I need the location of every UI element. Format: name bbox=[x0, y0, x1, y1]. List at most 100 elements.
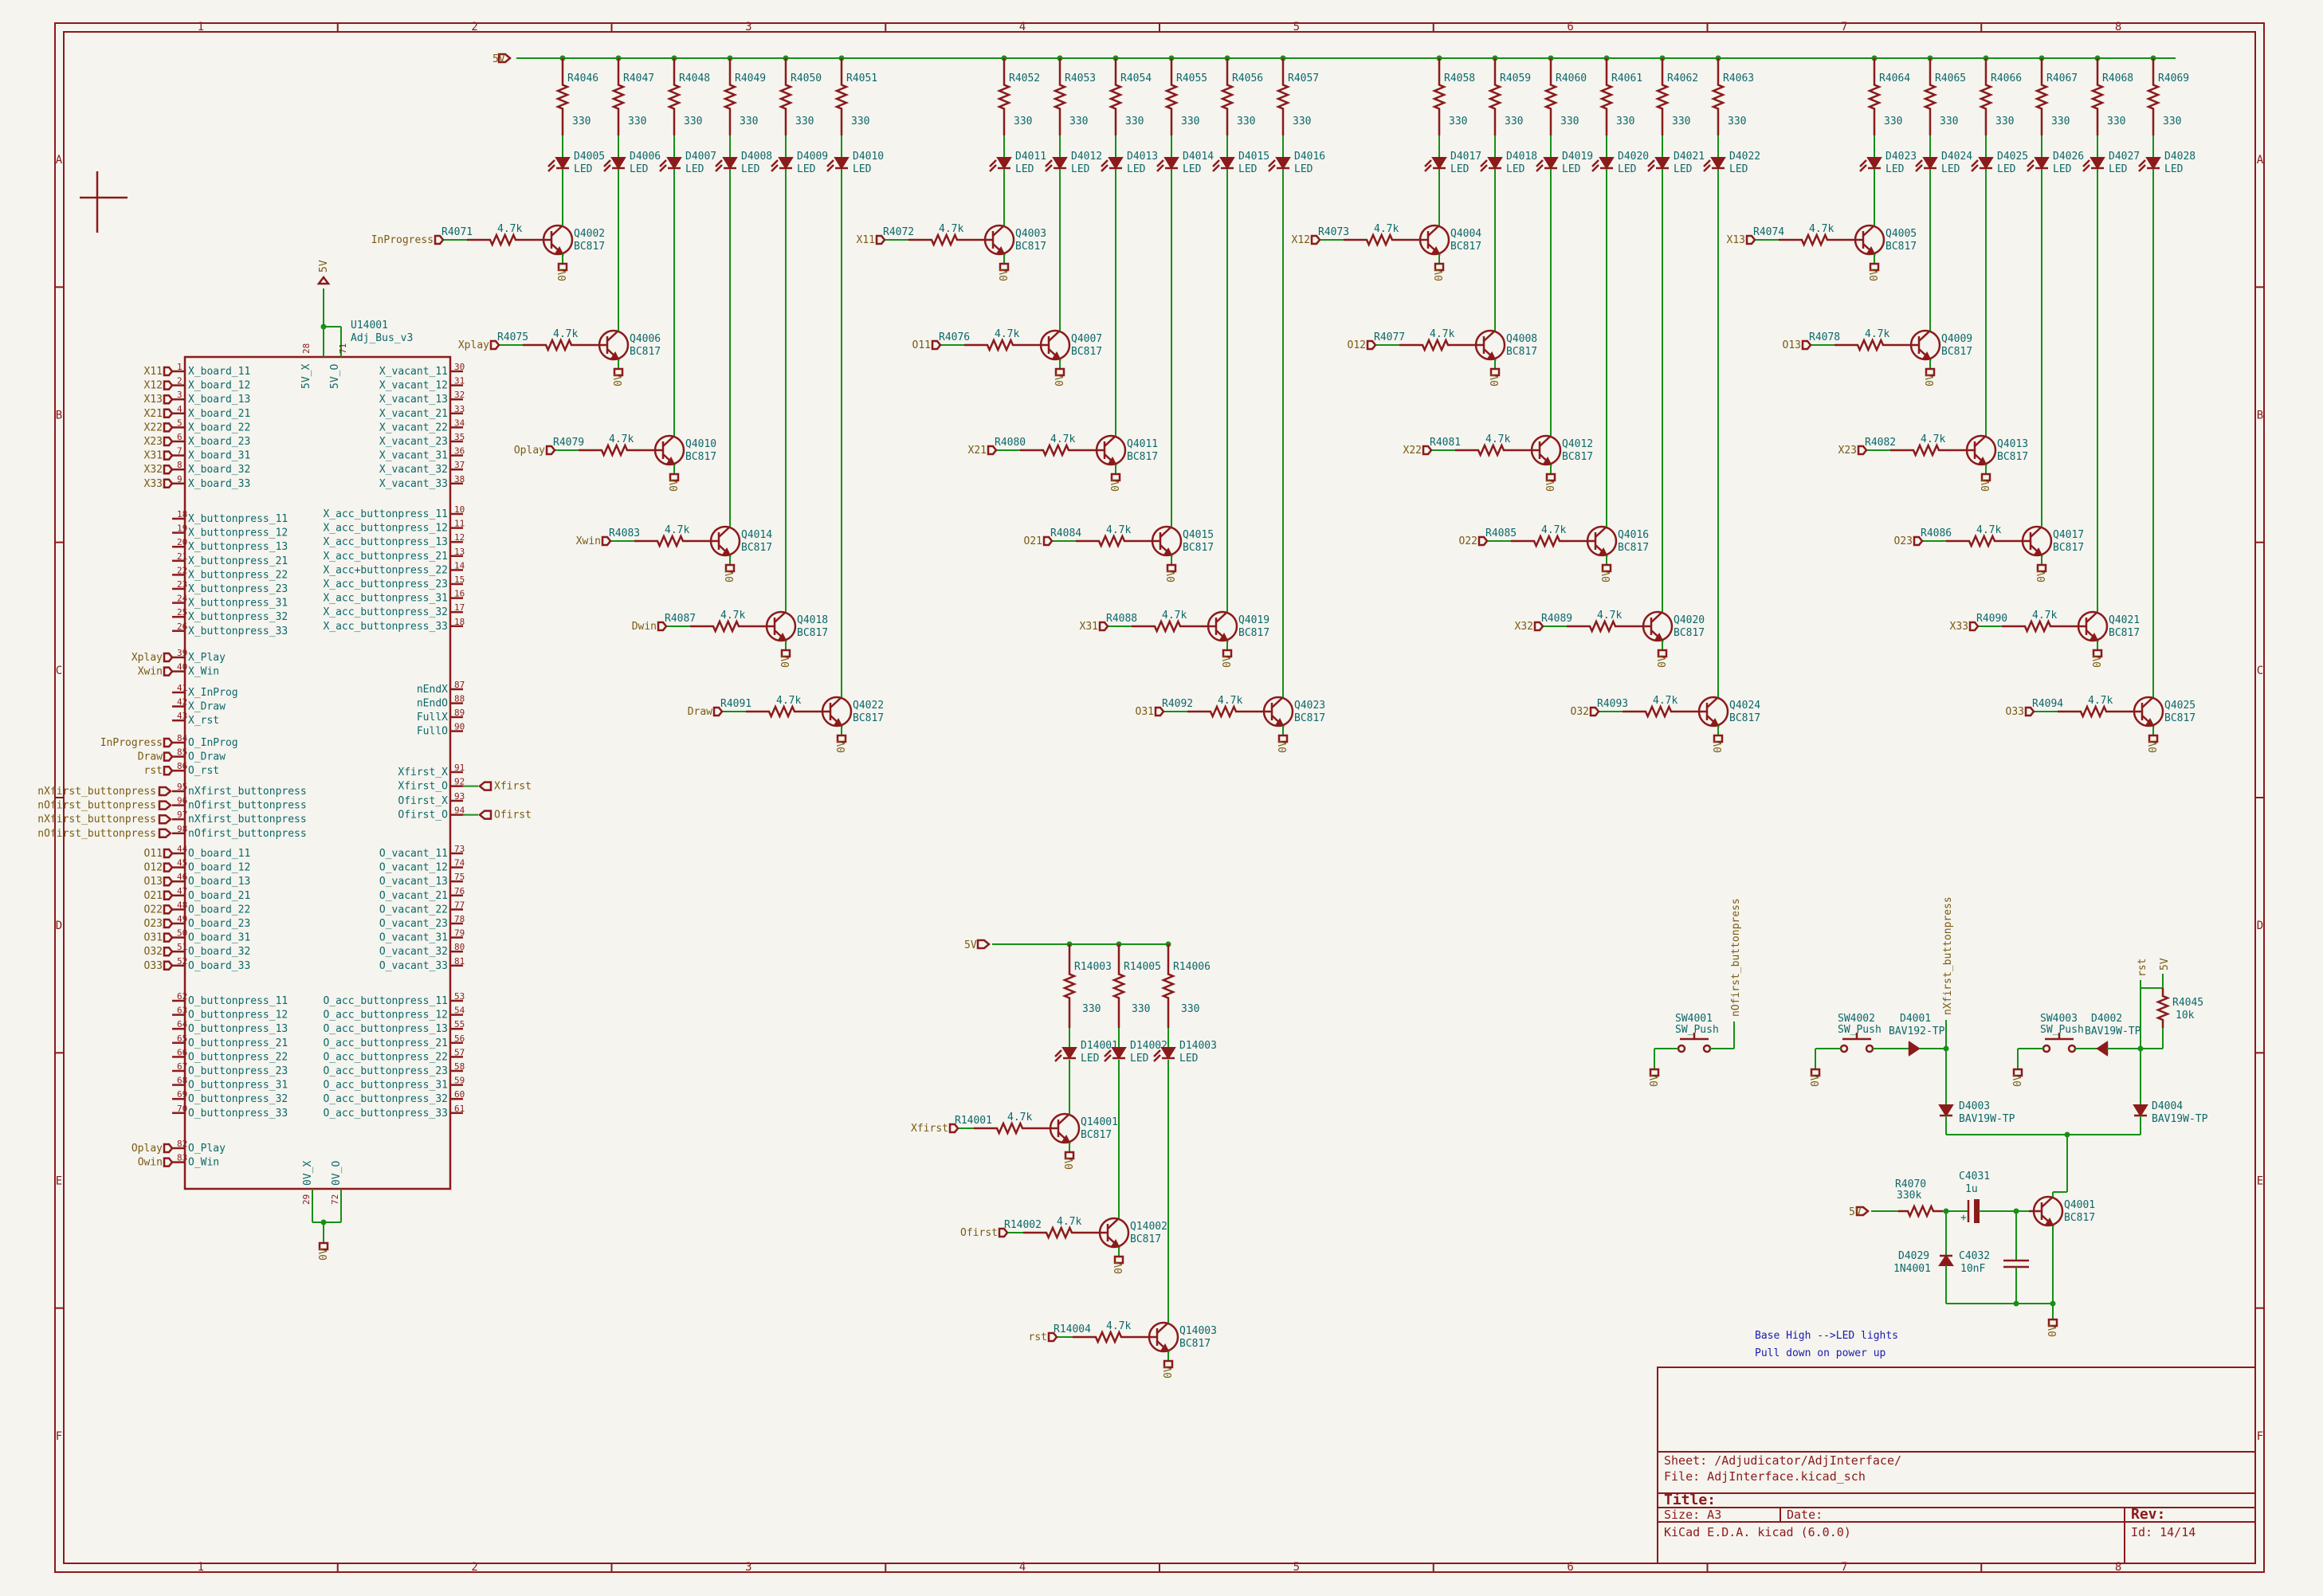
bus-left-pin-name: X_board_22 bbox=[188, 422, 250, 433]
transistor-q4014-emitter-arrow bbox=[722, 547, 732, 557]
transistor-net-o12-flag bbox=[1366, 339, 1377, 351]
first-transistor-q14002-ref: Q14002 bbox=[1130, 1221, 1167, 1233]
first-led-value: LED bbox=[1130, 1053, 1149, 1065]
transistor-net-inprogress: InProgress bbox=[371, 234, 434, 246]
transistor-q4009-ref: Q4009 bbox=[1941, 333, 1972, 345]
bus-right-pin-name: FullX bbox=[417, 712, 448, 723]
capacitor-c4031-plus: + bbox=[1960, 1212, 1967, 1224]
base-resistor-ref: R4072 bbox=[883, 226, 914, 238]
bus-left-net-label-flag bbox=[163, 918, 174, 929]
base-resistor-ref: R4094 bbox=[2032, 698, 2063, 710]
transistor-q4004-emitter-arrow bbox=[1431, 246, 1441, 256]
transistor-q4006-collector bbox=[606, 330, 619, 342]
transistor-net-x32-flag bbox=[1533, 621, 1544, 632]
led-resistor-ref: R4053 bbox=[1065, 73, 1096, 84]
bus-right-pin-number: 77 bbox=[454, 900, 465, 910]
bus-right-pin-name: X_vacant_22 bbox=[379, 422, 448, 433]
transistor-net-o32-flag bbox=[1589, 706, 1600, 717]
bus-left-pin-number: 25 bbox=[177, 607, 187, 618]
transistor-q4017-emitter-arrow bbox=[2034, 547, 2043, 557]
bus-value: Adj_Bus_v3 bbox=[351, 332, 413, 344]
zone-row-label: C bbox=[2257, 665, 2263, 677]
bus-right-pin-number: 18 bbox=[454, 617, 465, 627]
bus-right-pin-number: 38 bbox=[454, 474, 465, 484]
bus-right-port-flag bbox=[478, 810, 492, 820]
zone-column-label: 1 bbox=[198, 1561, 204, 1574]
transistor-q4022-emitter-arrow bbox=[834, 718, 843, 727]
bus-right-pin-number: 89 bbox=[454, 708, 465, 718]
bus-right-pin-name: X_acc_buttonpress_23 bbox=[323, 578, 448, 590]
sw4001-ground-label: 0V bbox=[1649, 1074, 1661, 1087]
zone-column-label: 4 bbox=[1019, 21, 1026, 33]
bus-right-pin-number: 75 bbox=[454, 872, 465, 882]
emitter-ground-label: 0V bbox=[1713, 740, 1725, 753]
led-ref: D4009 bbox=[797, 151, 828, 163]
bus-left-port-flag bbox=[158, 800, 172, 810]
bus-left-pin-number: 2 bbox=[177, 376, 182, 386]
zone-column-label: 5 bbox=[1293, 1561, 1300, 1574]
led-resistor-value: 330 bbox=[1069, 116, 1088, 127]
led-value: LED bbox=[1183, 163, 1202, 175]
bus-right-pin-number: 17 bbox=[454, 602, 465, 613]
transistor-q4011-ref: Q4011 bbox=[1127, 438, 1158, 450]
bus-left-net-label: nOfirst_buttonpress bbox=[37, 828, 156, 840]
led-value: LED bbox=[1562, 163, 1581, 175]
led-resistor-value: 330 bbox=[1940, 116, 1958, 127]
bus-right-pin-name: X_acc_buttonpress_31 bbox=[323, 593, 448, 605]
led-d4024-light-arrows bbox=[1915, 159, 1923, 172]
bus-left-net-label: O21 bbox=[144, 890, 163, 902]
bus-left-pin-number: 26 bbox=[177, 622, 187, 632]
led-d4021-light-arrows bbox=[1647, 159, 1655, 172]
zone-column-label: 4 bbox=[1019, 1561, 1026, 1574]
bus-left-pin-number: 83 bbox=[177, 1153, 187, 1163]
bus-right-pin-name: X_vacant_13 bbox=[379, 394, 448, 406]
led-value: LED bbox=[741, 163, 760, 175]
emitter-ground-label: 0V bbox=[557, 269, 569, 281]
bus-left-pin-number: 47 bbox=[177, 886, 187, 896]
bus-left-net-label: X21 bbox=[144, 408, 163, 420]
first-net-xfirst: Xfirst bbox=[911, 1123, 948, 1135]
note-pull-down: Pull down on power up bbox=[1755, 1347, 1886, 1359]
bus-left-pin-name: O_board_23 bbox=[188, 918, 250, 930]
first-transistor-q14001-value: BC817 bbox=[1081, 1129, 1112, 1141]
emitter-ground-label: 0V bbox=[2092, 655, 2104, 668]
bus-left-net-label: X22 bbox=[144, 422, 163, 433]
led-d4011-light-arrows bbox=[989, 159, 997, 172]
bus-right-pin-number: 92 bbox=[454, 777, 465, 787]
transistor-q4015-collector bbox=[1160, 526, 1172, 538]
led-resistor-value: 330 bbox=[1449, 116, 1467, 127]
bus-left-pin-number: 24 bbox=[177, 594, 188, 604]
base-resistor-ref: R4089 bbox=[1541, 613, 1572, 625]
led-value: LED bbox=[1729, 163, 1748, 175]
transistor-q4016-emitter-arrow bbox=[1599, 547, 1608, 557]
led-d4012-light-arrows bbox=[1045, 159, 1053, 172]
bus-right-pin-number: 55 bbox=[454, 1019, 465, 1029]
transistor-net-oplay-flag bbox=[545, 445, 556, 456]
bus-left-port-flag bbox=[158, 828, 172, 839]
bus-right-pin-name: X_acc_buttonpress_32 bbox=[323, 606, 448, 618]
bus-left-net-label: Draw bbox=[138, 751, 163, 763]
first-base-resistor-ref: R14001 bbox=[955, 1115, 992, 1127]
sw4001-ground bbox=[1649, 1068, 1660, 1077]
led-d4023 bbox=[1866, 157, 1882, 170]
first-ground bbox=[1113, 1255, 1124, 1265]
bus-left-net-label: Xwin bbox=[138, 666, 163, 678]
bus-left-net-label: O12 bbox=[144, 862, 163, 874]
base-resistor-ref: R4085 bbox=[1485, 527, 1517, 539]
led-ref: D4028 bbox=[2164, 151, 2195, 163]
transistor-q4023-ref: Q4023 bbox=[1294, 700, 1325, 712]
switch-sw4003-contact bbox=[2042, 1044, 2051, 1053]
led-value: LED bbox=[797, 163, 816, 175]
base-resistor-value: 4.7k bbox=[1485, 433, 1510, 445]
led-resistor-ref: R4063 bbox=[1723, 73, 1754, 84]
led-ref: D4025 bbox=[1997, 151, 2028, 163]
bus-left-net-label-flag bbox=[163, 1143, 174, 1154]
led-resistor-ref: R4055 bbox=[1176, 73, 1207, 84]
transistor-net-xwin-flag bbox=[601, 535, 612, 547]
vcc-rail-flag bbox=[497, 53, 512, 64]
led-resistor-r4052 bbox=[996, 58, 1012, 135]
bus-right-pin-name: X_vacant_21 bbox=[379, 408, 448, 420]
bus-right-pin-name: nEndO bbox=[417, 698, 448, 710]
bus-right-pin-number: 13 bbox=[454, 547, 465, 557]
